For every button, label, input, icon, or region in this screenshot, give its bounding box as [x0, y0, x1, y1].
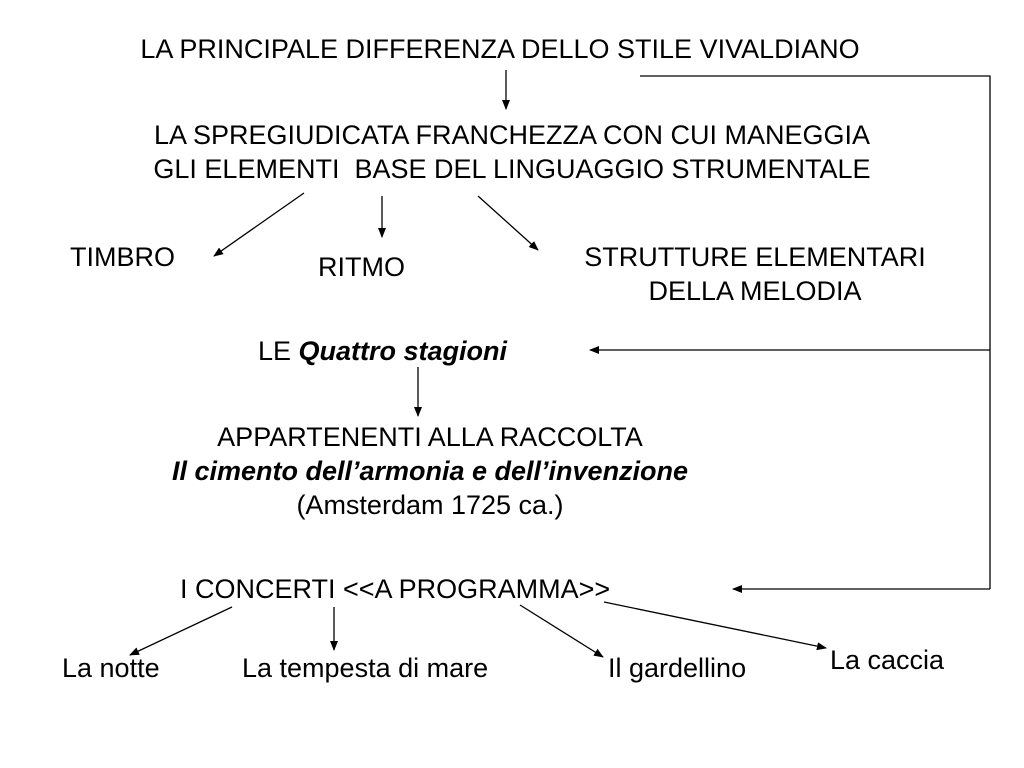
arrow-to-il-gardellino [519, 604, 604, 658]
stagioni-title: Quattro stagioni [298, 336, 508, 366]
stagioni-prefix: LE [258, 336, 299, 366]
raccolta-node: APPARTENENTI ALLA RACCOLTA Il cimento de… [60, 420, 800, 522]
leaf-la-caccia: La caccia [830, 645, 945, 675]
concerti-node: I CONCERTI <<A PROGRAMMA>> [180, 574, 611, 604]
main-node: LA PRINCIPALE DIFFERENZA DELLO STILE VIV… [0, 32, 1000, 66]
strutture-node: STRUTTURE ELEMENTARI DELLA MELODIA [530, 240, 980, 308]
leaf-il-gardellino: Il gardellino [608, 653, 747, 683]
timbro-node: TIMBRO [70, 242, 175, 272]
leaf-la-tempesta-di-mare: La tempesta di mare [242, 653, 489, 683]
spregiudicata-node: LA SPREGIUDICATA FRANCHEZZA CON CUI MANE… [0, 118, 1024, 186]
arrow-to-la-notte [129, 606, 233, 656]
leaf-la-notte: La notte [62, 653, 160, 683]
spregiudicata-line-1: LA SPREGIUDICATA FRANCHEZZA CON CUI MANE… [153, 120, 871, 150]
stagioni-node: LE Quattro stagioni [258, 334, 507, 368]
spregiudicata-line-2: GLI ELEMENTI BASE DEL LINGUAGGIO STRUMEN… [153, 154, 871, 184]
strutture-line-1: STRUTTURE ELEMENTARI [584, 242, 926, 272]
ritmo-node: RITMO [318, 252, 405, 282]
raccolta-line-1: APPARTENENTI ALLA RACCOLTA [217, 422, 643, 452]
main-node-text: LA PRINCIPALE DIFFERENZA DELLO STILE VIV… [140, 34, 860, 64]
raccolta-line-3: (Amsterdam 1725 ca.) [296, 490, 564, 520]
strutture-line-2: DELLA MELODIA [648, 276, 862, 306]
raccolta-title: Il cimento dell’armonia e dell’invenzion… [171, 456, 689, 486]
arrow-to-la-caccia [603, 601, 827, 651]
arrow-to-strutture [477, 195, 539, 251]
arrow-to-timbro [213, 192, 305, 257]
bracket-line-right [640, 75, 991, 589]
